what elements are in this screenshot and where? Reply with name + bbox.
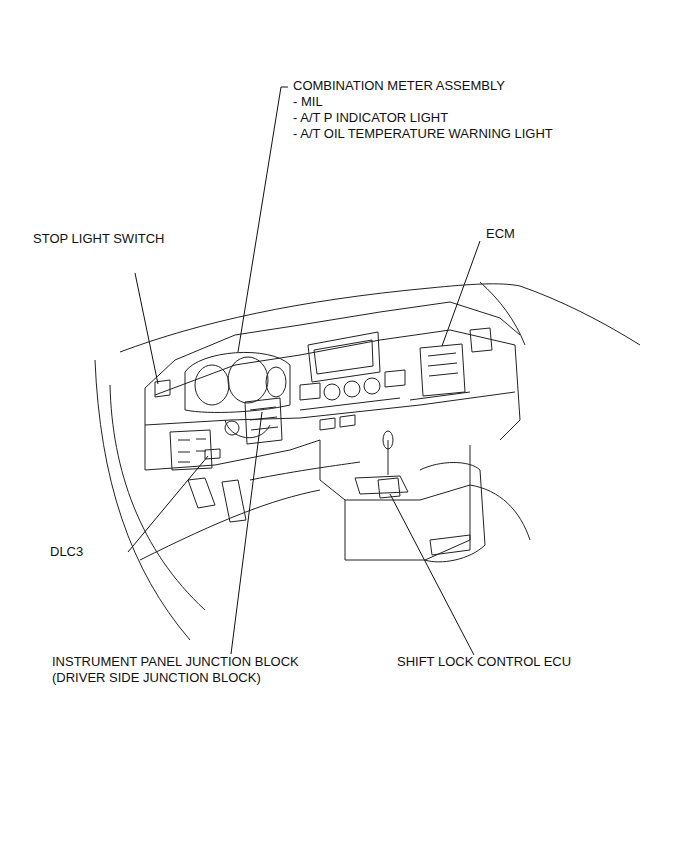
part-label: ECM <box>486 226 515 242</box>
part-label: DLC3 <box>50 544 83 560</box>
part-label: STOP LIGHT SWITCH <box>33 231 164 247</box>
part-label: INSTRUMENT PANEL JUNCTION BLOCK (DRIVER … <box>52 654 332 686</box>
part-label: SHIFT LOCK CONTROL ECU <box>397 654 571 670</box>
part-label-item: - MIL <box>293 94 323 110</box>
part-label-item: - A/T OIL TEMPERATURE WARNING LIGHT <box>293 126 553 142</box>
part-label-item: - A/T P INDICATOR LIGHT <box>293 110 448 126</box>
leader-lines <box>128 87 480 655</box>
part-label: COMBINATION METER ASSEMBLY <box>293 78 505 94</box>
interior-outline <box>95 282 640 640</box>
